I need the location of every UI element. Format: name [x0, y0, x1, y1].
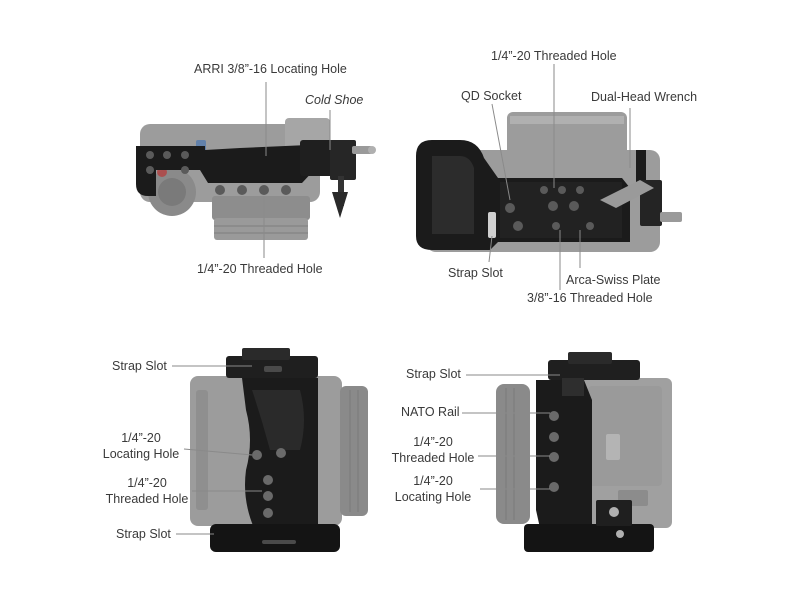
hole [281, 185, 291, 195]
hole [276, 448, 286, 458]
hole [549, 482, 559, 492]
label-right-threaded-hole: 1/4”-20 Threaded Hole [386, 435, 480, 466]
label-qd-socket: QD Socket [461, 89, 522, 103]
label-right-strap-slot: Strap Slot [406, 367, 461, 381]
hole [259, 185, 269, 195]
label-line: Locating Hole [102, 446, 180, 461]
left-side-view [172, 348, 368, 552]
hole [146, 151, 154, 159]
hole [263, 508, 273, 518]
hole [513, 221, 523, 231]
hole [569, 201, 579, 211]
label-dual-head-wrench: Dual-Head Wrench [591, 90, 698, 104]
leader-lines-left [172, 365, 262, 535]
hole [163, 151, 171, 159]
label-38-threaded-hole: 3/8”-16 Threaded Hole [527, 291, 653, 305]
hole [576, 186, 584, 194]
label-line: 1/4”-20 [121, 431, 161, 445]
label-line: 1/4”-20 [413, 435, 453, 449]
hole [237, 185, 247, 195]
hole [263, 491, 273, 501]
label-bottom-strap-slot: Strap Slot [448, 266, 503, 280]
right-side-view [462, 352, 672, 552]
hole [586, 222, 594, 230]
label-line: 1/4”-20 [413, 474, 453, 488]
hole [548, 201, 558, 211]
label-arca-swiss-plate: Arca-Swiss Plate [566, 273, 661, 287]
hole [181, 166, 189, 174]
label-line: Locating Hole [394, 489, 472, 504]
cage-top [136, 140, 376, 218]
hole [549, 452, 559, 462]
label-top-threaded-hole: 1/4”-20 Threaded Hole [197, 262, 323, 276]
hole [558, 186, 566, 194]
hole [252, 450, 262, 460]
label-right-locating-hole: 1/4”-20 Locating Hole [386, 474, 480, 505]
leader-lines-top [263, 82, 331, 258]
label-arri-locating-hole: ARRI 3/8”-16 Locating Hole [194, 62, 347, 76]
bottom-view [416, 64, 682, 290]
leader-lines-bottom [488, 64, 631, 290]
hole [540, 186, 548, 194]
label-left-locating-hole: 1/4”-20 Locating Hole [96, 431, 186, 462]
hole [552, 222, 560, 230]
label-line: 1/4”-20 [127, 476, 167, 490]
hole [263, 475, 273, 485]
label-bottom-threaded-hole: 1/4”-20 Threaded Hole [491, 49, 617, 63]
label-left-threaded-hole: 1/4”-20 Threaded Hole [100, 476, 194, 507]
hole [549, 411, 559, 421]
label-line: Threaded Hole [391, 450, 475, 465]
hole [549, 432, 559, 442]
camera-body-right [496, 378, 672, 528]
label-left-strap-slot-top: Strap Slot [112, 359, 167, 373]
cage-bottom [416, 140, 682, 250]
label-left-strap-slot-bottom: Strap Slot [116, 527, 171, 541]
label-cold-shoe: Cold Shoe [305, 93, 364, 107]
hole [181, 151, 189, 159]
label-nato-rail: NATO Rail [401, 405, 460, 419]
leader-lines-right [462, 374, 560, 490]
label-line: Threaded Hole [105, 491, 189, 506]
top-view [136, 82, 376, 258]
hole [215, 185, 225, 195]
hole [505, 203, 515, 213]
hole [146, 166, 154, 174]
